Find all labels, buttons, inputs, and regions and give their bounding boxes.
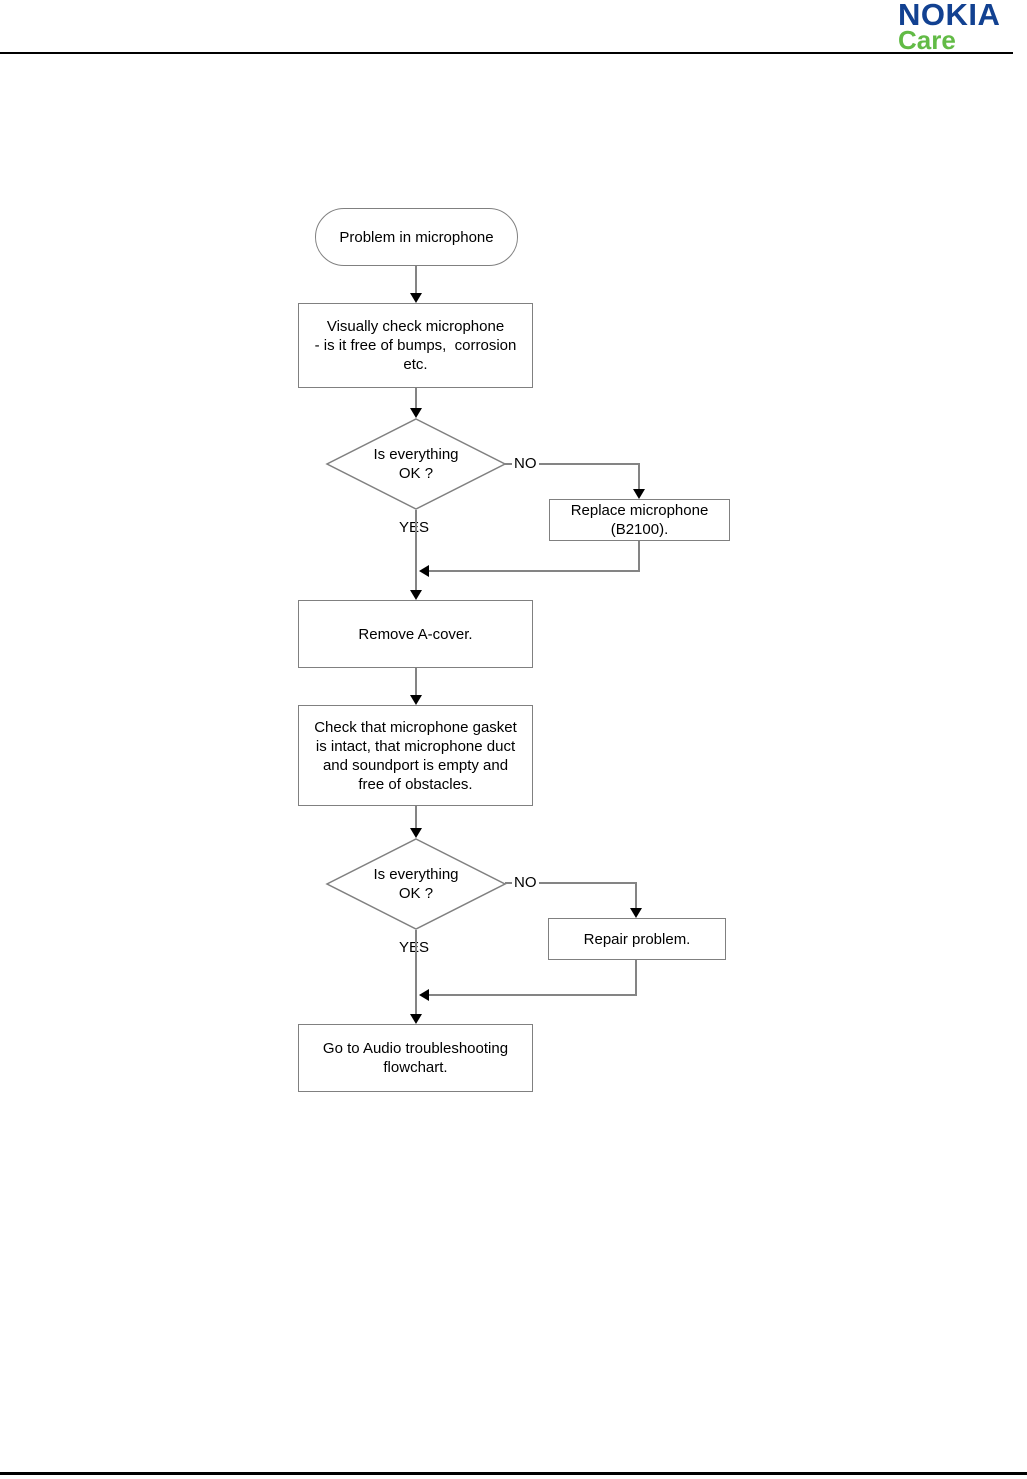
nokia-care-logo: NOKIA Care	[898, 0, 1001, 55]
decision-diamond-shape	[325, 418, 507, 510]
flow-node-goto-audio: Go to Audio troubleshooting flowchart.	[298, 1024, 533, 1092]
arrow-down-icon	[630, 908, 642, 918]
arrow-down-icon	[410, 590, 422, 600]
nokia-logo-text: NOKIA	[898, 0, 1001, 32]
arrow-down-icon	[410, 408, 422, 418]
flow-node-decision2: Is everything OK ?	[325, 838, 507, 930]
flow-node-decision1: Is everything OK ?	[325, 418, 507, 510]
connector-line	[638, 541, 640, 571]
flow-node-start: Problem in microphone	[315, 208, 518, 266]
connector-line	[415, 510, 417, 591]
connector-line	[415, 266, 417, 294]
connector-line	[638, 464, 640, 490]
edge-label-yes: YES	[397, 939, 432, 957]
arrow-down-icon	[410, 293, 422, 303]
edge-label-yes: YES	[397, 519, 432, 537]
flow-node-visual-check: Visually check microphone - is it free o…	[298, 303, 533, 388]
connector-line	[505, 463, 640, 465]
connector-line	[635, 960, 637, 995]
header-divider	[0, 52, 1013, 54]
arrow-left-icon	[419, 989, 429, 1001]
arrow-down-icon	[410, 1014, 422, 1024]
connector-line	[415, 388, 417, 409]
arrow-left-icon	[419, 565, 429, 577]
connector-line	[415, 806, 417, 829]
arrow-down-icon	[633, 489, 645, 499]
flow-node-replace-mic: Replace microphone (B2100).	[549, 499, 730, 541]
edge-label-no: NO	[512, 874, 539, 892]
footer-divider	[0, 1472, 1027, 1475]
decision1-label: Is everything OK ?	[373, 446, 459, 482]
connector-line	[421, 570, 640, 572]
connector-line	[415, 668, 417, 696]
connector-line	[421, 994, 637, 996]
connector-line	[635, 883, 637, 909]
flow-node-check-gasket: Check that microphone gasket is intact, …	[298, 705, 533, 806]
connector-line	[505, 882, 637, 884]
care-logo-text: Care	[898, 25, 956, 55]
flow-node-repair-problem: Repair problem.	[548, 918, 726, 960]
flow-node-remove-cover: Remove A-cover.	[298, 600, 533, 668]
decision-diamond-shape	[325, 838, 507, 930]
decision2-label: Is everything OK ?	[373, 866, 459, 902]
arrow-down-icon	[410, 828, 422, 838]
arrow-down-icon	[410, 695, 422, 705]
edge-label-no: NO	[512, 455, 539, 473]
connector-line	[415, 930, 417, 1015]
